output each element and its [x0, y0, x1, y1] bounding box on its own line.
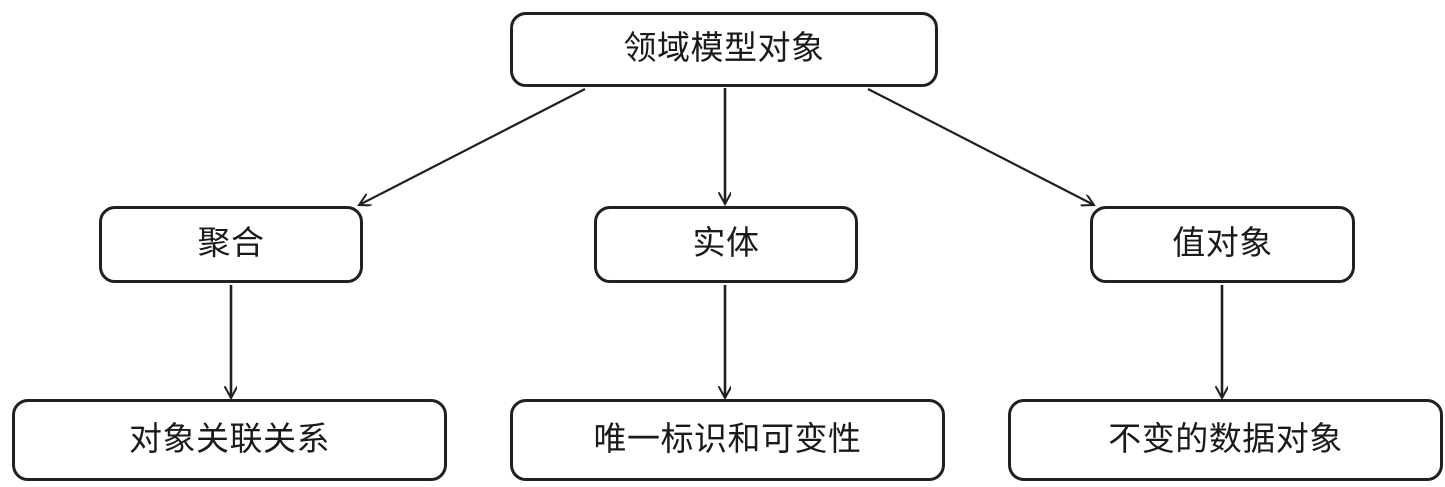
node-label: 值对象 [1172, 226, 1273, 262]
node-object-association[interactable]: 对象关联关系 [12, 399, 447, 481]
node-domain-model-object[interactable]: 领域模型对象 [510, 12, 938, 87]
node-label: 领域模型对象 [623, 31, 825, 67]
node-label: 唯一标识和可变性 [593, 421, 862, 458]
node-label: 对象关联关系 [129, 421, 330, 458]
node-label: 实体 [692, 226, 760, 262]
node-value-object[interactable]: 值对象 [1090, 206, 1355, 283]
edge-root-to-aggregate [359, 88, 586, 205]
node-aggregate[interactable]: 聚合 [99, 206, 363, 283]
node-immutable-data-object[interactable]: 不变的数据对象 [1008, 399, 1443, 481]
edge-root-to-valueobject [867, 88, 1094, 205]
node-unique-identity-mutability[interactable]: 唯一标识和可变性 [510, 399, 945, 481]
node-label: 不变的数据对象 [1108, 421, 1343, 458]
node-label: 聚合 [197, 226, 265, 262]
node-entity[interactable]: 实体 [594, 206, 858, 283]
